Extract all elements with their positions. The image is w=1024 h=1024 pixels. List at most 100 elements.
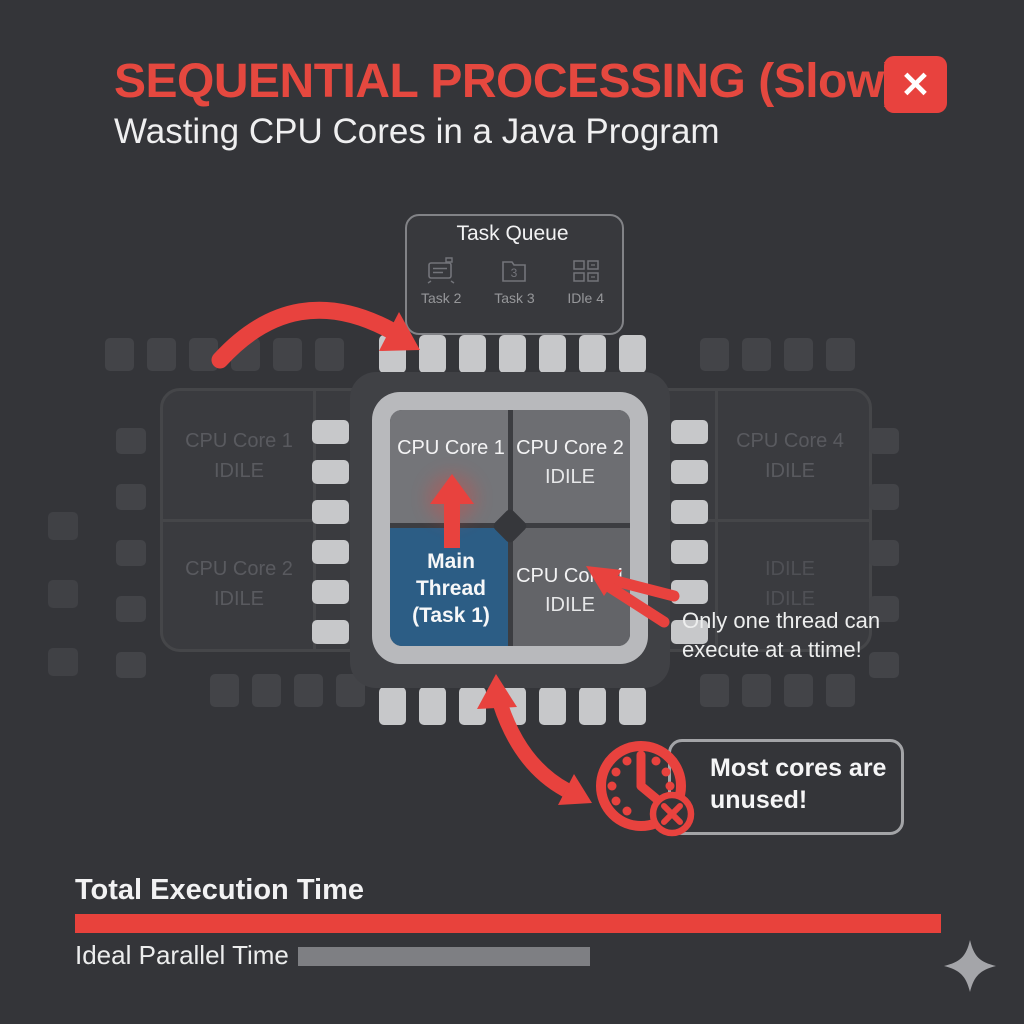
core1-label: CPU Core 1	[397, 437, 505, 459]
pin	[419, 687, 446, 725]
thread-note-line2: execute at a ttime!	[682, 637, 862, 662]
pin	[784, 674, 813, 707]
cores-note-line2: unused!	[710, 786, 808, 814]
ghost-core-status: IDILE	[213, 460, 265, 482]
pin	[671, 620, 708, 644]
cpu-pins-left	[312, 420, 349, 644]
task-queue-items: Task 2 3 Task 3 IDle 4	[405, 255, 620, 306]
ideal-time-label: Ideal Parallel Time	[75, 940, 289, 970]
ideal-time-bar	[298, 947, 590, 966]
task-queue-item: IDle 4	[567, 255, 604, 306]
sparkle-icon	[944, 940, 996, 992]
pin	[231, 338, 260, 371]
ghost-pins-left-top	[105, 338, 344, 371]
pin	[116, 484, 146, 510]
pin	[869, 428, 899, 454]
ghost-pins-far-left	[48, 512, 78, 676]
pin	[312, 500, 349, 524]
pin	[619, 687, 646, 725]
main-thread-line3: (Task 1)	[412, 604, 490, 627]
core2-status: IDILE	[544, 466, 596, 488]
task-queue-title: Task Queue	[456, 222, 569, 245]
cores-note-line1: Most cores are	[710, 754, 887, 782]
task-label: IDle 4	[567, 290, 604, 306]
ghost-pins-right-side	[869, 428, 899, 678]
pin	[700, 338, 729, 371]
pin	[116, 428, 146, 454]
pin	[379, 335, 406, 373]
pin	[700, 674, 729, 707]
task-document-icon	[427, 257, 455, 284]
divider	[163, 519, 391, 522]
pin	[312, 540, 349, 564]
pin	[579, 687, 606, 725]
task-label: Task 3	[494, 290, 535, 306]
pin	[312, 620, 349, 644]
folder-number: 3	[511, 266, 518, 280]
pin	[499, 335, 526, 373]
ghost-core-name: CPU Core 1	[185, 430, 293, 452]
pin	[539, 335, 566, 373]
ghost-core-status: IDILE	[213, 588, 265, 610]
pin	[116, 652, 146, 678]
pin	[784, 338, 813, 371]
pin	[539, 687, 566, 725]
core1-cell	[390, 410, 508, 523]
pin	[273, 338, 302, 371]
pin	[499, 687, 526, 725]
main-thread-line1: Main	[427, 550, 475, 573]
total-time-label: Total Execution Time	[75, 874, 364, 906]
page-title: SEQUENTIAL PROCESSING (Slow)	[114, 55, 900, 108]
core2-label: CPU Core 2	[516, 437, 624, 459]
page-subtitle: Wasting CPU Cores in a Java Program	[114, 112, 720, 151]
pin	[619, 335, 646, 373]
ghost-pins-right-bottom	[700, 674, 855, 707]
pin	[869, 484, 899, 510]
ghost-pins-left-side	[116, 428, 146, 678]
ghost-core-status: IDILE	[764, 588, 816, 610]
pin	[48, 648, 78, 676]
pin	[48, 580, 78, 608]
thread-note-line1: Only one thread can	[682, 608, 881, 633]
divider	[641, 519, 869, 522]
pin	[294, 674, 323, 707]
ghost-pins-right-top	[700, 338, 855, 371]
pin	[579, 335, 606, 373]
pin	[671, 540, 708, 564]
pin	[459, 687, 486, 725]
core2-cell	[513, 410, 630, 523]
pin	[312, 420, 349, 444]
core4-status: IDILE	[544, 594, 596, 616]
pin	[379, 687, 406, 725]
pin	[312, 580, 349, 604]
task-folder-icon: 3	[502, 261, 527, 282]
ghost-pins-left-bottom	[210, 674, 365, 707]
pin	[826, 338, 855, 371]
ghost-core-name: IDILE	[764, 558, 816, 580]
pin	[826, 674, 855, 707]
pin	[210, 674, 239, 707]
task-label: Task 2	[421, 290, 462, 306]
thread-note: Only one thread can execute at a ttime!	[682, 606, 880, 664]
pin	[312, 460, 349, 484]
x-icon: ✕	[900, 63, 931, 105]
pin	[869, 540, 899, 566]
pin	[105, 338, 134, 371]
pin	[189, 338, 218, 371]
pin	[459, 335, 486, 373]
task-queue-item: Task 2	[421, 255, 461, 306]
divider	[715, 391, 718, 649]
cpu-pins-right	[671, 420, 708, 644]
pin	[419, 335, 446, 373]
cpu-pins-bottom	[379, 687, 646, 725]
pin	[116, 596, 146, 622]
pin	[315, 338, 344, 371]
cores-note: Most cores are unused!	[710, 752, 886, 816]
pin	[671, 500, 708, 524]
pin	[869, 652, 899, 678]
ghost-core-name: CPU Core 4	[736, 430, 844, 452]
cpu-pins-top	[379, 335, 646, 373]
pin	[671, 460, 708, 484]
pin	[48, 512, 78, 540]
